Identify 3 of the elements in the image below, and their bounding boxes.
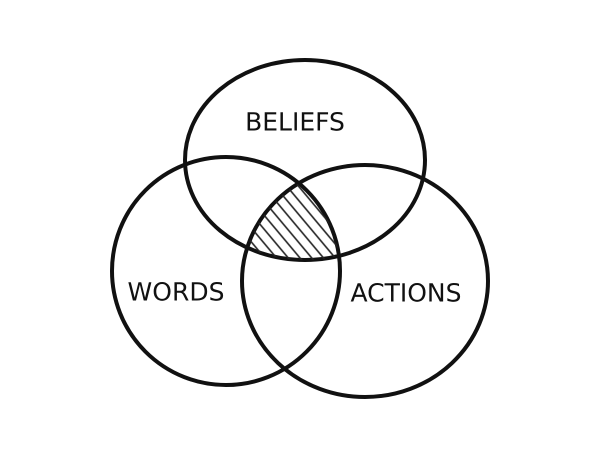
circle-label: BELIEFS [245,110,345,134]
circle-label: WORDS [128,280,224,304]
circle-label: ACTIONS [350,280,462,306]
